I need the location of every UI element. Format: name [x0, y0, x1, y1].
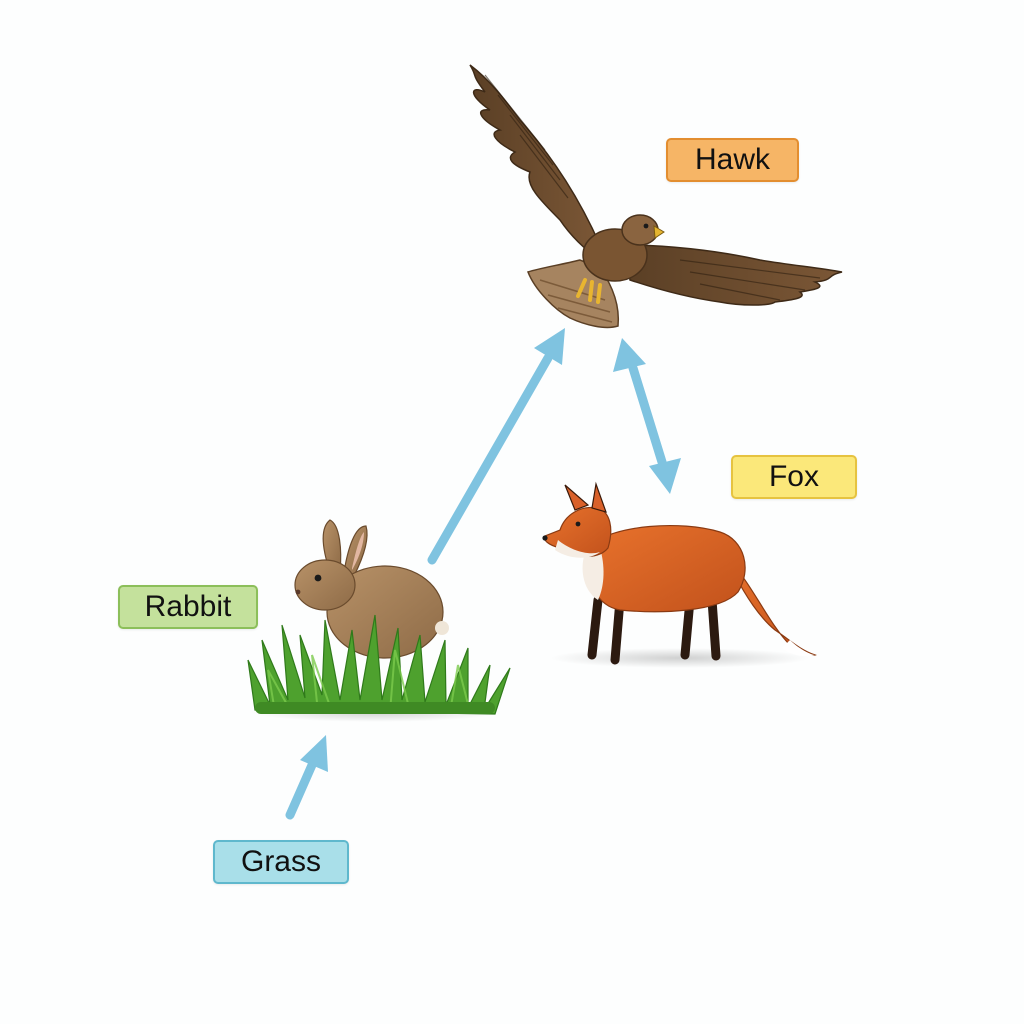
rabbit-body	[326, 565, 444, 659]
rabbit-label: Rabbit	[118, 585, 258, 629]
fox-illustration	[542, 481, 817, 665]
fox-body	[588, 524, 746, 613]
arrow-grass-to-rabbit	[285, 735, 328, 820]
grass-tuft	[247, 614, 511, 715]
hawk-head	[621, 214, 659, 246]
grass-illustration	[247, 614, 511, 715]
hawk-tail	[527, 259, 620, 329]
hawk-label: Hawk	[666, 138, 799, 182]
rabbit-illustration	[294, 519, 449, 659]
hawk-illustration	[469, 64, 843, 329]
hawk-left-wing	[469, 64, 601, 262]
hawk-right-wing	[624, 244, 843, 306]
arrow-hawk-fox	[613, 338, 681, 494]
fox-tail	[729, 559, 817, 656]
arrow-rabbit-to-hawk	[427, 328, 565, 565]
grass-label: Grass	[213, 840, 349, 884]
fox-label: Fox	[731, 455, 857, 499]
rabbit-head	[294, 559, 356, 611]
fox-head	[543, 506, 612, 557]
